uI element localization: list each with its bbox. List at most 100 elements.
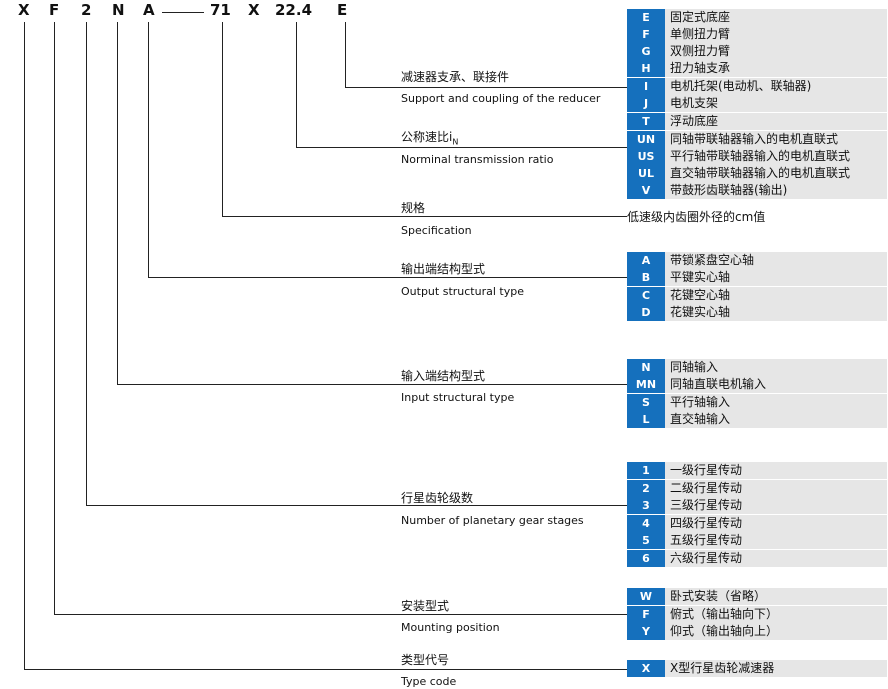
option-text: 花键空心轴 <box>670 288 731 302</box>
option-text: 固定式底座 <box>670 10 731 24</box>
code-char-f: F <box>49 1 60 19</box>
option-row: D 花键实心轴 <box>627 304 887 321</box>
connector-horizontal-n <box>117 384 627 385</box>
option-code-badge: L <box>627 411 665 428</box>
option-text: 平行轴输入 <box>670 395 731 409</box>
option-text: 直交轴输入 <box>670 412 731 426</box>
code-char-a: A <box>143 1 155 19</box>
option-text: 平键实心轴 <box>670 270 731 284</box>
option-text: 单侧扭力臂 <box>670 27 731 41</box>
option-row: T 浮动底座 <box>627 113 887 130</box>
label-support-cn: 减速器支承、联接件 <box>401 70 510 84</box>
connector-horizontal-a <box>148 277 627 278</box>
option-row: UN 同轴带联轴器输入的电机直联式 <box>627 131 887 148</box>
option-code-badge: UN <box>627 131 665 148</box>
option-row: V 带鼓形齿联轴器(输出) <box>627 182 887 199</box>
option-code-badge: F <box>627 26 665 43</box>
option-text: 四级行星传动 <box>670 516 743 530</box>
label-output-en: Output structural type <box>401 285 524 298</box>
option-text: 双侧扭力臂 <box>670 44 731 58</box>
code-char-2: 2 <box>81 1 92 19</box>
connector-horizontal-x <box>24 669 627 670</box>
option-text: 同轴输入 <box>670 360 719 374</box>
option-row: F 俯式（输出轴向下） <box>627 606 887 623</box>
connector-horizontal-71 <box>222 216 627 217</box>
code-char-e: E <box>337 1 348 19</box>
option-code-badge: US <box>627 148 665 165</box>
option-code-badge: 5 <box>627 532 665 549</box>
code-char-x2: X <box>248 1 260 19</box>
label-mounting-en: Mounting position <box>401 621 500 634</box>
option-text: 花键实心轴 <box>670 305 731 319</box>
code-dash <box>162 12 204 13</box>
option-code-badge: UL <box>627 165 665 182</box>
connector-vertical-2 <box>86 22 87 506</box>
connector-vertical-a <box>148 22 149 278</box>
option-text: 仰式（输出轴向上） <box>670 624 779 638</box>
connector-horizontal-f <box>54 614 627 615</box>
option-code-badge: E <box>627 9 665 26</box>
code-char-ratio: 22.4 <box>275 1 313 19</box>
option-text: 浮动底座 <box>670 114 719 128</box>
option-code-badge: A <box>627 252 665 269</box>
option-code-badge: H <box>627 60 665 77</box>
connector-horizontal-e <box>345 87 627 88</box>
code-char-n: N <box>112 1 125 19</box>
label-mounting-cn: 安装型式 <box>401 599 450 613</box>
label-stages-en: Number of planetary gear stages <box>401 514 584 527</box>
option-code-badge: D <box>627 304 665 321</box>
option-code-badge: G <box>627 43 665 60</box>
option-text: 六级行星传动 <box>670 551 743 565</box>
code-char-71: 71 <box>210 1 231 19</box>
label-typecode-cn: 类型代号 <box>401 653 450 667</box>
option-row: 5 五级行星传动 <box>627 532 887 549</box>
option-code-badge: 1 <box>627 462 665 479</box>
option-code-badge: J <box>627 95 665 112</box>
option-code-badge: V <box>627 182 665 199</box>
option-code-badge: C <box>627 287 665 304</box>
option-text: 俯式（输出轴向下） <box>670 607 779 621</box>
option-row: W 卧式安装（省略） <box>627 588 887 605</box>
label-output-cn: 输出端结构型式 <box>401 262 486 276</box>
option-text: 一级行星传动 <box>670 463 743 477</box>
label-typecode-en: Type code <box>401 675 457 688</box>
option-text: 带锁紧盘空心轴 <box>670 253 755 267</box>
option-text: 平行轴带联轴器输入的电机直联式 <box>670 149 851 163</box>
option-text: X型行星齿轮减速器 <box>670 661 775 675</box>
connector-vertical-71 <box>222 22 223 217</box>
connector-vertical-n <box>117 22 118 385</box>
option-code-badge: N <box>627 359 665 376</box>
option-text: 二级行星传动 <box>670 481 743 495</box>
option-code-badge: B <box>627 269 665 286</box>
option-row: L 直交轴输入 <box>627 411 887 428</box>
option-row: US 平行轴带联轴器输入的电机直联式 <box>627 148 887 165</box>
label-ratio-en: Norminal transmission ratio <box>401 153 554 166</box>
option-row: 3 三级行星传动 <box>627 497 887 514</box>
option-code-badge: 3 <box>627 497 665 514</box>
option-code-badge: I <box>627 78 665 95</box>
connector-horizontal-2 <box>86 505 627 506</box>
option-text: 三级行星传动 <box>670 498 743 512</box>
option-text: 同轴直联电机输入 <box>670 377 767 391</box>
option-code-badge: T <box>627 113 665 130</box>
option-text: 带鼓形齿联轴器(输出) <box>670 183 788 197</box>
label-spec-cn: 规格 <box>401 201 426 215</box>
connector-vertical-f <box>54 22 55 615</box>
option-code-badge: X <box>627 660 665 677</box>
option-row: B 平键实心轴 <box>627 269 887 286</box>
connector-vertical-ratio <box>296 22 297 148</box>
option-code-badge: W <box>627 588 665 605</box>
option-code-badge: 2 <box>627 480 665 497</box>
option-row: A 带锁紧盘空心轴 <box>627 252 887 269</box>
option-text: 卧式安装（省略） <box>670 589 767 603</box>
option-text: 同轴带联轴器输入的电机直联式 <box>670 132 839 146</box>
option-text: 五级行星传动 <box>670 533 743 547</box>
option-row: 2 二级行星传动 <box>627 480 887 497</box>
option-code-badge: F <box>627 606 665 623</box>
